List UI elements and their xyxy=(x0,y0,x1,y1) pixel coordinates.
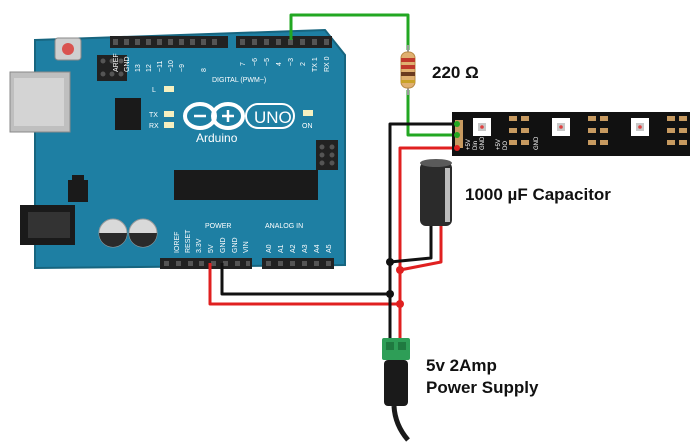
power-pin-label: RESET xyxy=(185,229,192,253)
power-pin-label: 5V xyxy=(208,244,215,253)
power-jack-inner xyxy=(28,212,70,238)
atmega-chip xyxy=(174,170,318,200)
l-led xyxy=(164,86,174,92)
power-pin-label: GND xyxy=(220,237,227,253)
data-wire-to-strip xyxy=(406,90,455,137)
strip-out-pad-label: +5V xyxy=(496,139,502,150)
power-pin-label: IOREF xyxy=(174,232,181,253)
tx-led xyxy=(164,111,174,117)
digital-pin-label: TX 1 xyxy=(312,57,319,72)
analog-header-label: ANALOG IN xyxy=(265,223,303,230)
wire-junctions xyxy=(386,258,394,298)
digital-pin-label: 7 xyxy=(240,62,247,66)
digital-pin-label: 2 xyxy=(300,62,307,66)
uno-badge-text: UNO xyxy=(254,108,292,127)
digital-pin-label: ~11 xyxy=(157,61,164,72)
power-pin-label: GND xyxy=(232,237,239,253)
l-led-label: L xyxy=(152,87,156,94)
usb-chip xyxy=(115,98,141,130)
reset-button-cap xyxy=(62,43,74,55)
digital-pin-label: GND xyxy=(124,56,131,72)
arduino-uno-board: AREF GND 13 12 ~11 ~10 ~9 8 7 ~6 ~5 4 ~3… xyxy=(9,28,346,270)
wire-junctions-power xyxy=(396,266,404,308)
digital-pin-label: 8 xyxy=(201,68,208,72)
analog-pin-label: A0 xyxy=(266,244,273,253)
power-header xyxy=(160,258,252,269)
rx-led-label: RX xyxy=(149,123,159,130)
digital-header-right xyxy=(236,36,332,48)
digital-pin-label: RX 0 xyxy=(324,56,331,72)
digital-pin-label: 12 xyxy=(146,64,153,72)
strip-out-pad-label: DO xyxy=(503,141,509,150)
power-pin-label: 3.3V xyxy=(196,238,203,253)
resistor-label: 220 Ω xyxy=(432,63,479,82)
strip-pad-label: +5V xyxy=(466,139,472,150)
digital-header-label: DIGITAL (PWM~) xyxy=(212,77,266,84)
resistor-220-ohm xyxy=(400,45,416,95)
led-strip: +5V Din GND +5V DO GND xyxy=(452,112,690,156)
digital-pin-label: 4 xyxy=(276,62,283,66)
power-supply-label: 5v 2Amp Power Supply xyxy=(426,355,538,399)
data-wire xyxy=(289,13,410,50)
tx-led-label: TX xyxy=(149,112,158,119)
power-supply-label-line1: 5v 2Amp xyxy=(426,356,497,375)
analog-pin-label: A5 xyxy=(326,244,333,253)
power-header-label: POWER xyxy=(205,223,231,230)
strip-out-pad-label: GND xyxy=(534,136,540,150)
analog-pin-label: A4 xyxy=(314,244,321,253)
analog-pin-label: A3 xyxy=(302,244,309,253)
usb-port-inner xyxy=(14,78,64,126)
power-pin-label: VIN xyxy=(243,241,250,253)
board-capacitors xyxy=(98,218,158,248)
analog-header xyxy=(262,258,334,269)
digital-pin-label: ~5 xyxy=(264,58,271,66)
capacitor-label: 1000 µF Capacitor xyxy=(465,185,611,204)
strip-pad-label: Din xyxy=(473,141,479,150)
digital-pin-label: ~10 xyxy=(168,60,175,72)
digital-pin-label: ~6 xyxy=(252,58,259,66)
power-supply-label-line2: Power Supply xyxy=(426,378,539,397)
on-led xyxy=(303,110,313,116)
digital-pin-label: 13 xyxy=(135,64,142,72)
capacitor-1000uf xyxy=(420,159,452,226)
analog-pin-label: A2 xyxy=(290,244,297,253)
capacitor-positive-lead xyxy=(399,225,443,272)
dc-power-connector xyxy=(382,338,410,442)
digital-pin-label: AREF xyxy=(113,53,120,72)
strip-pad-label: GND xyxy=(480,136,486,150)
arduino-logo xyxy=(183,102,245,130)
digital-pin-label: ~9 xyxy=(179,64,186,72)
analog-pin-label: A1 xyxy=(278,244,285,253)
rx-led xyxy=(164,122,174,128)
arduino-logo-text: Arduino xyxy=(196,131,238,145)
uno-badge xyxy=(245,103,295,129)
voltage-regulator-tab xyxy=(72,175,84,181)
voltage-regulator xyxy=(68,180,88,202)
on-led-label: ON xyxy=(302,123,313,130)
capacitor-negative-lead xyxy=(389,225,433,264)
icsp-header-mcu xyxy=(316,140,338,170)
digital-pin-label: ~3 xyxy=(288,58,295,66)
